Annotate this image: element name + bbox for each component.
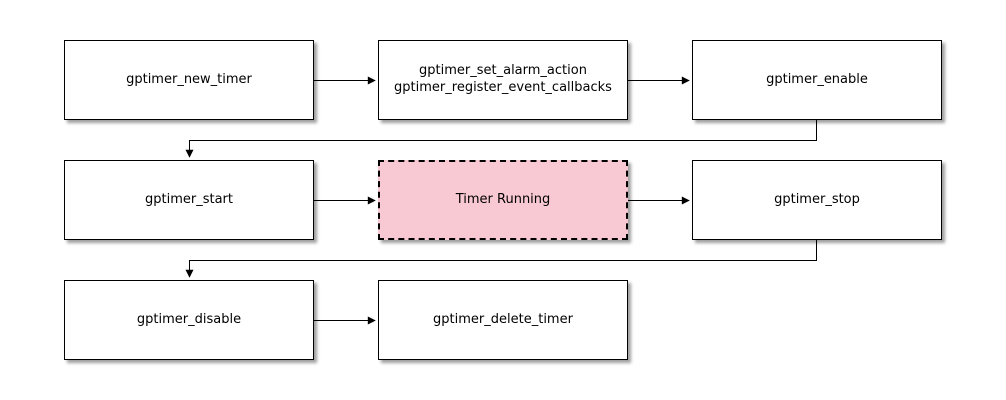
node-label: gptimer_new_timer <box>126 71 252 87</box>
node-label: gptimer_start <box>145 191 233 207</box>
node-timer-running-state: Timer Running <box>378 160 628 240</box>
node-label: gptimer_set_alarm_action gptimer_registe… <box>394 63 612 95</box>
node-gptimer-start: gptimer_start <box>64 160 314 240</box>
node-label: gptimer_delete_timer <box>433 311 573 327</box>
edge-stop-to-disable <box>185 240 817 278</box>
node-gptimer-delete-timer: gptimer_delete_timer <box>378 280 628 360</box>
node-gptimer-new-timer: gptimer_new_timer <box>64 40 314 120</box>
node-gptimer-enable: gptimer_enable <box>692 40 942 120</box>
node-label: gptimer_stop <box>774 191 860 207</box>
node-gptimer-set-alarm-action: gptimer_set_alarm_action gptimer_registe… <box>378 40 628 120</box>
node-gptimer-disable: gptimer_disable <box>64 280 314 360</box>
node-label: gptimer_disable <box>136 311 242 327</box>
edge-enable-to-start <box>185 120 817 158</box>
node-label: gptimer_enable <box>766 71 868 87</box>
node-label: Timer Running <box>455 191 551 207</box>
node-gptimer-stop: gptimer_stop <box>692 160 942 240</box>
